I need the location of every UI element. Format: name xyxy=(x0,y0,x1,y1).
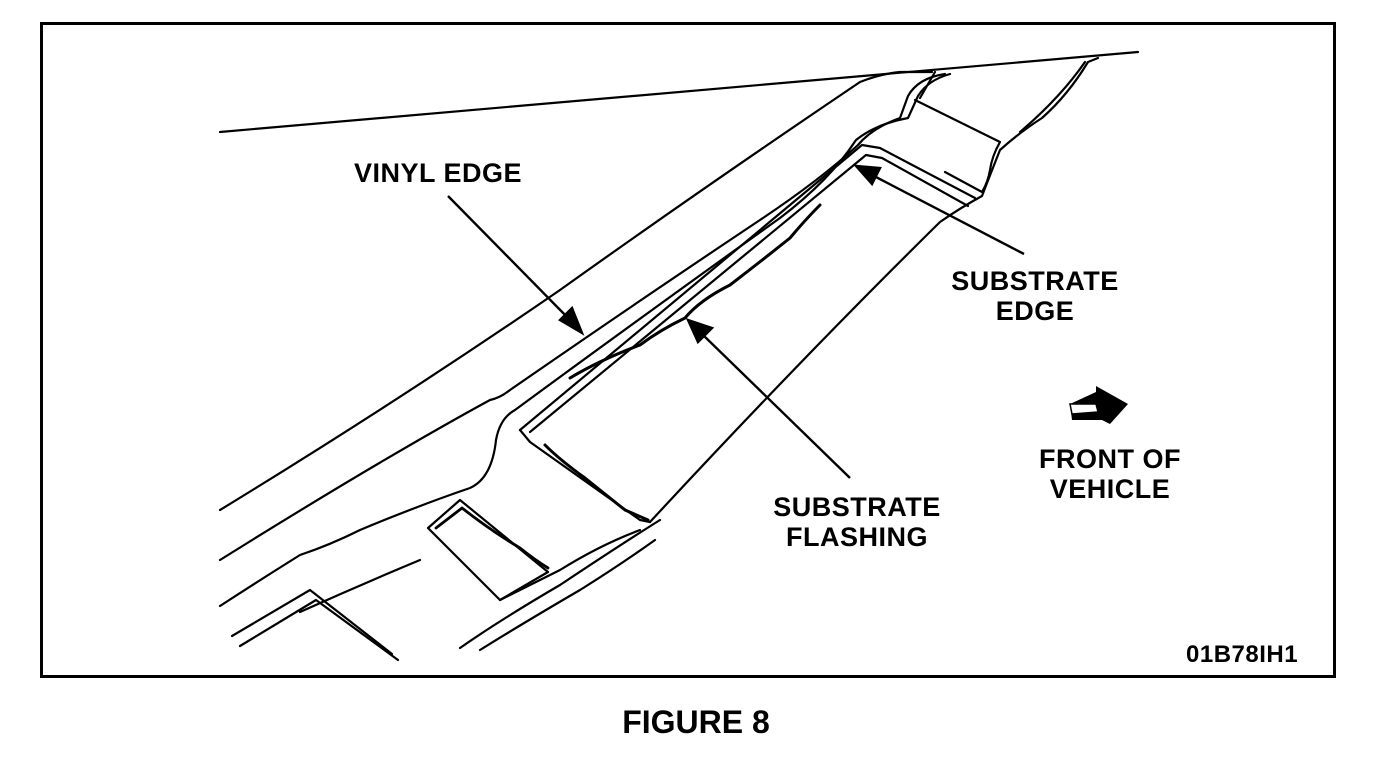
front-of-vehicle-label-line2: VEHICLE xyxy=(1049,474,1171,504)
substrate-edge-arrowhead xyxy=(853,164,882,187)
figure-frame xyxy=(40,22,1336,678)
substrate-edge-outer xyxy=(458,518,662,650)
roof-line xyxy=(218,50,1140,134)
lower-pocket-2-inner xyxy=(238,598,400,662)
lower-flange-1 xyxy=(298,558,422,614)
substrate-edge-label: SUBSTRATE EDGE xyxy=(950,266,1120,326)
front-of-vehicle-label-line1: FRONT OF xyxy=(1039,444,1181,474)
substrate-edge-label-line2: EDGE xyxy=(995,296,1075,326)
lower-flange-2 xyxy=(498,528,642,602)
flashing-torn-edge-2 xyxy=(543,443,650,522)
vinyl-edge-leader xyxy=(447,195,573,323)
lower-flange-3 xyxy=(478,538,657,652)
substrate-edge-label-line1: SUBSTRATE xyxy=(951,266,1119,296)
flashing-torn-edge xyxy=(568,203,822,380)
lower-pocket-1-inner xyxy=(434,506,550,570)
vinyl-edge-label: VINYL EDGE xyxy=(354,158,523,188)
upper-right-edge xyxy=(1018,60,1087,134)
substrate-flashing-leader xyxy=(701,333,851,479)
front-of-vehicle-label: FRONT OF VEHICLE xyxy=(1030,444,1190,504)
flashing-inner xyxy=(528,153,970,434)
outer-contour-1 xyxy=(218,70,934,512)
front-arrow-icon xyxy=(1069,386,1128,424)
outer-contour-3 xyxy=(218,72,952,608)
substrate-flashing-label-line2: FLASHING xyxy=(786,522,928,552)
substrate-edge-line xyxy=(648,56,1100,524)
lower-pocket-2 xyxy=(230,588,394,656)
lower-pocket-1 xyxy=(426,498,550,602)
outer-contour-2 xyxy=(218,72,947,562)
vinyl-edge-arrowhead xyxy=(558,305,585,336)
substrate-flashing-label: SUBSTRATE FLASHING xyxy=(772,492,942,552)
upper-pocket-inner xyxy=(918,70,937,100)
upper-pocket xyxy=(913,98,1002,194)
substrate-edge-leader xyxy=(873,174,1025,256)
figure-code: 01B78IH1 xyxy=(1186,641,1299,668)
flashing-outer xyxy=(518,143,977,432)
figure-caption: FIGURE 8 xyxy=(622,704,770,740)
substrate-flashing-arrowhead xyxy=(685,317,715,345)
flashing-bottom xyxy=(518,428,652,524)
substrate-flashing-label-line1: SUBSTRATE xyxy=(773,492,941,522)
